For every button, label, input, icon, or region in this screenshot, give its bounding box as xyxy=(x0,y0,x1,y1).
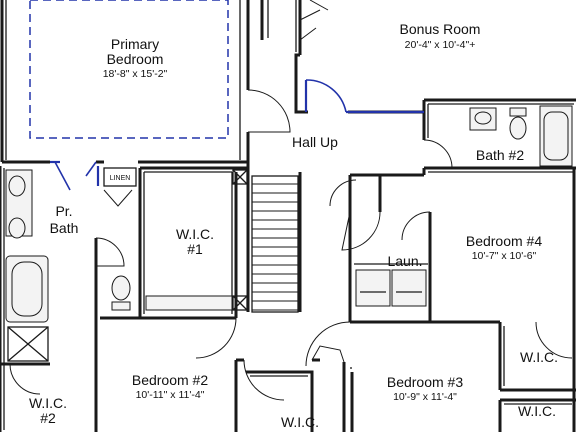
blue-accents xyxy=(50,79,424,191)
hall-up-label: Hall Up xyxy=(292,134,338,150)
bath-2-label: Bath #2 xyxy=(476,147,524,163)
wic-2-label-2: #2 xyxy=(40,410,56,426)
wic-bottom-right-label: W.I.C. xyxy=(518,403,556,419)
bedroom-3-dims: 10'-9" x 11'-4" xyxy=(393,391,457,403)
bedroom-2-label: Bedroom #2 xyxy=(132,372,208,388)
dryer-icon xyxy=(391,269,427,307)
bedroom-2-dims: 10'-11" x 11'-4" xyxy=(136,389,205,401)
thin-walls xyxy=(3,0,574,430)
laundry-label: Laun. xyxy=(387,253,422,269)
room-labels: Primary Bedroom 18'-8" x 15'-2" Bonus Ro… xyxy=(29,21,558,430)
sink-icon xyxy=(8,175,26,197)
primary-bedroom-label-2: Bedroom xyxy=(107,51,164,67)
pr-bath-label-2: Bath xyxy=(50,220,79,236)
wic-2-label-1: W.I.C. xyxy=(29,395,67,411)
pr-bath-label-1: Pr. xyxy=(55,203,72,219)
toilet-icon xyxy=(509,116,527,140)
chase-boxes xyxy=(7,169,248,362)
bathtub-icon xyxy=(543,111,569,161)
toilet-icon xyxy=(111,301,131,311)
washer-icon xyxy=(355,269,391,307)
doors xyxy=(9,0,573,401)
bedroom-4-dims: 10'-7" x 10'-6" xyxy=(472,250,537,262)
primary-bedroom-label-1: Primary xyxy=(111,36,159,52)
bathtub-icon xyxy=(11,261,43,317)
bonus-room-label: Bonus Room xyxy=(400,21,481,37)
wic-bottom-center-label: W.I.C. xyxy=(281,414,319,430)
tray-ceiling-outline xyxy=(29,0,229,139)
wic1-shelf xyxy=(145,295,233,311)
sink-icon xyxy=(8,217,26,239)
wic-1-label-2: #1 xyxy=(187,241,203,257)
linen-label: LINEN xyxy=(110,175,131,182)
fixtures xyxy=(5,105,573,323)
primary-bedroom-dims: 18'-8" x 15'-2" xyxy=(103,68,168,80)
linen-shelf xyxy=(103,167,137,187)
bedroom-4-label: Bedroom #4 xyxy=(466,233,542,249)
bedroom-3-label: Bedroom #3 xyxy=(387,374,463,390)
stairs xyxy=(251,175,299,313)
bonus-room-dims: 20'-4" x 10'-4"+ xyxy=(405,39,476,51)
wic-right-label: W.I.C. xyxy=(520,349,558,365)
wic-1-label-1: W.I.C. xyxy=(176,226,214,242)
